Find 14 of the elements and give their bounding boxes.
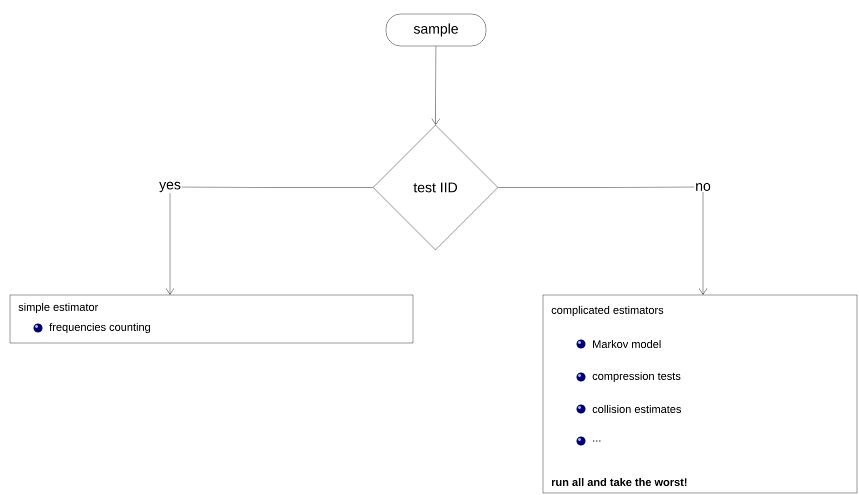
arrow [432, 46, 440, 125]
list-item: compression tests [592, 372, 680, 382]
list-item: Markov model [593, 340, 661, 348]
terminal-box: sample [386, 14, 486, 46]
note-text: run all and take the worst! [552, 478, 686, 486]
arrow [166, 186, 373, 295]
list-item: frequencies counting [49, 322, 150, 334]
heading-text: simple estimator [18, 302, 98, 314]
heading-text: complicated estimators [552, 306, 664, 316]
list-item: collision estimates [592, 404, 682, 414]
edge-label: no [696, 183, 710, 191]
arrow [498, 186, 708, 295]
list-item: ... [593, 440, 600, 442]
edge-label: yes [159, 182, 180, 192]
